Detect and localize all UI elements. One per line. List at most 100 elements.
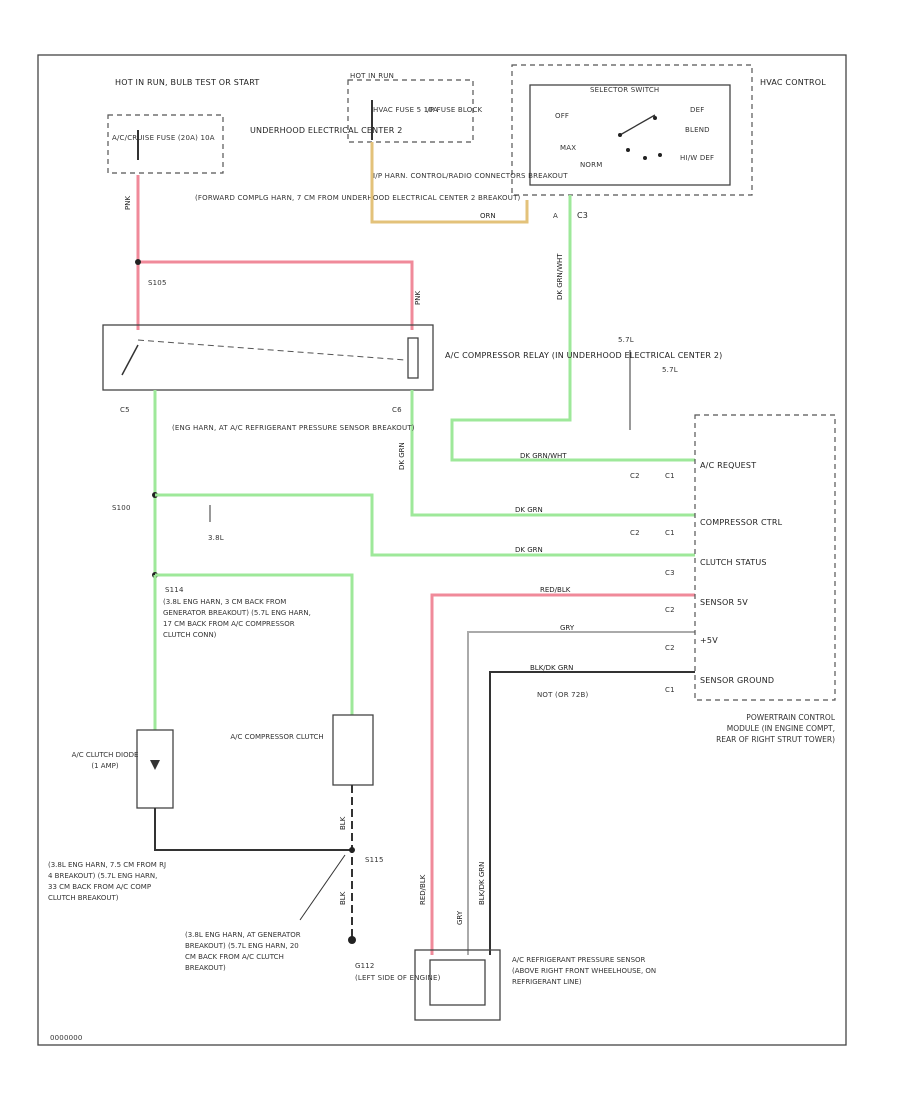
- pressure-sensor-box: [414, 949, 501, 1021]
- pcm-sensor-ground: SENSOR GROUND: [700, 676, 774, 685]
- pcm-label-wrapper: POWERTRAIN CONTROL MODULE (IN ENGINE COM…: [716, 713, 835, 744]
- gen-desc-wrapper: (3.8L ENG HARN, AT GENERATOR BREAKOUT) (…: [185, 931, 301, 972]
- ip-fuse-block-box: [347, 79, 474, 143]
- pcm-c1-c: C1: [665, 686, 675, 694]
- s115-desc: (3.8L ENG HARN, 7.5 CM FROM RJ 4 BREAKOU…: [48, 861, 167, 902]
- wire-code-11: BLK: [339, 816, 347, 830]
- wire-dk-grn-to-clutch: [155, 573, 354, 715]
- ground-g112-label: G112: [355, 962, 375, 970]
- s115-desc-wrapper: (3.8L ENG HARN, 7.5 CM FROM RJ 4 BREAKOU…: [48, 861, 167, 902]
- pcm-c2-a: C2: [630, 472, 640, 480]
- hvac-off: OFF: [555, 112, 569, 120]
- pcm-c1-b: C1: [665, 529, 675, 537]
- s114-desc-wrapper: (3.8L ENG HARN, 3 CM BACK FROM GENERATOR…: [163, 598, 311, 639]
- splice-s115-label: S115: [365, 856, 384, 864]
- hvac-fuse-label: HVAC FUSE 5 10A: [373, 106, 438, 114]
- wire-code-9: GRY: [560, 624, 575, 632]
- selector-contact-3: [643, 156, 647, 160]
- diode-label: A/C CLUTCH DIODE (1 AMP): [71, 751, 139, 770]
- hvac-control-label: HVAC CONTROL: [760, 78, 826, 87]
- diode-symbol: [150, 760, 160, 770]
- selector-contact-2: [626, 148, 630, 152]
- diode-label-wrapper: A/C CLUTCH DIODE (1 AMP): [71, 751, 139, 770]
- hot-in-run2-label: HOT IN RUN: [350, 72, 394, 80]
- hvac-max: MAX: [560, 144, 576, 152]
- selector-contact-1: [653, 116, 657, 120]
- wire-pnk-to-relay-coil: [138, 260, 414, 330]
- wire-code-12: BLK: [339, 891, 347, 905]
- wire-code-10: BLK/DK GRN: [530, 664, 573, 672]
- pcm-c2-d: C2: [665, 644, 675, 652]
- pcm-sensor-5v: SENSOR 5V: [700, 598, 748, 607]
- wire-code-7: DK GRN: [515, 546, 543, 554]
- sensor-label-wrapper: A/C REFRIGERANT PRESSURE SENSOR (ABOVE R…: [512, 956, 657, 986]
- compressor-clutch-box: [332, 714, 374, 786]
- hvac-pin-a: A: [553, 212, 558, 220]
- ac-fuse-label: A/C/CRUISE FUSE (20A) 10A: [112, 134, 215, 142]
- relay-link: [137, 339, 406, 361]
- selector-switch-label: SELECTOR SWITCH: [590, 86, 659, 94]
- relay-c6: C6: [392, 406, 402, 414]
- pcm-ac-request: A/C REQUEST: [700, 461, 756, 470]
- wire-code-6: DK GRN: [515, 506, 543, 514]
- eng-harn-at-label: (ENG HARN, AT A/C REFRIGERANT PRESSURE S…: [172, 424, 415, 432]
- pcm-c2-c: C2: [665, 606, 675, 614]
- hvac-control-box: [511, 64, 753, 196]
- selector-switch-blade: [619, 114, 656, 136]
- engine-38-label: 3.8L: [208, 534, 224, 542]
- pcm-clutch-status: CLUTCH STATUS: [700, 558, 767, 567]
- wire-code-2: PNK: [414, 291, 422, 305]
- relay-label: A/C COMPRESSOR RELAY (IN UNDERHOOD ELECT…: [445, 351, 722, 360]
- splice-s105: [135, 259, 141, 265]
- hvac-blend: BLEND: [685, 126, 710, 134]
- underhood-center-label: UNDERHOOD ELECTRICAL CENTER 2: [250, 126, 403, 135]
- wire-blk-dk-grn-sensor-ground: [489, 671, 695, 955]
- wire-dk-grn-wht-ac-request: [450, 195, 695, 462]
- pcm-label: POWERTRAIN CONTROL MODULE (IN ENGINE COM…: [716, 713, 835, 744]
- wire-code-13: ORN: [480, 212, 496, 220]
- forward-harn-label: (FORWARD COMPLG HARN, 7 CM FROM UNDERHOO…: [195, 194, 521, 202]
- hvac-c3: C3: [577, 211, 588, 220]
- wire-dk-grn-clutch-status: [155, 493, 695, 557]
- hvac-def: DEF: [690, 106, 704, 114]
- selector-contact-4: [658, 153, 662, 157]
- pcm-c2-b: C2: [630, 529, 640, 537]
- gen-pointer: [299, 854, 346, 921]
- wire-blk-diode-ground: [154, 808, 352, 851]
- wire-code-5: DK GRN: [398, 442, 406, 470]
- clutch-label: A/C COMPRESSOR CLUTCH: [230, 733, 324, 741]
- splice-s105-label: S105: [148, 279, 167, 287]
- relay-c5: C5: [120, 406, 130, 414]
- relay-switch-blade: [121, 344, 139, 376]
- pcm-compressor-ctrl: COMPRESSOR CTRL: [700, 518, 783, 527]
- wire-code-15: GRY: [456, 910, 464, 925]
- gen-desc: (3.8L ENG HARN, AT GENERATOR BREAKOUT) (…: [185, 931, 301, 972]
- engine-57-label: 5.7L: [618, 336, 634, 344]
- relay-coil: [407, 337, 419, 379]
- selector-pivot: [618, 133, 622, 137]
- pressure-sensor-label: A/C REFRIGERANT PRESSURE SENSOR (ABOVE R…: [512, 956, 657, 986]
- diagram-frame: [37, 54, 847, 1046]
- ground-g112-loc: (LEFT SIDE OF ENGINE): [355, 974, 441, 982]
- pcm-box: [694, 414, 836, 701]
- engine-57b-label: 5.7L: [662, 366, 678, 374]
- clutch-label-wrapper: A/C COMPRESSOR CLUTCH: [230, 733, 324, 741]
- not-72-label: NOT (OR 72B): [537, 691, 588, 699]
- wire-dk-grn-compressor-ctrl: [410, 390, 695, 517]
- pressure-sensor-element: [429, 959, 486, 1006]
- ground-g112: [348, 936, 356, 944]
- splice-s115: [349, 847, 355, 853]
- wire-code-16: BLK/DK GRN: [478, 862, 486, 905]
- hvac-norm: NORM: [580, 161, 602, 169]
- corner-id: 0000000: [50, 1034, 83, 1042]
- wire-code-1: PNK: [124, 196, 132, 210]
- pcm-c1-a: C1: [665, 472, 675, 480]
- wire-code-4: DK GRN/WHT: [520, 452, 567, 460]
- wire-red-blk-sensor-5v: [430, 593, 695, 955]
- selector-switch-box: [529, 84, 731, 186]
- hvac-hi-def: HI/W DEF: [680, 154, 714, 162]
- wire-code-8: RED/BLK: [540, 586, 571, 594]
- wire-code-3: DK GRN/WHT: [556, 253, 564, 300]
